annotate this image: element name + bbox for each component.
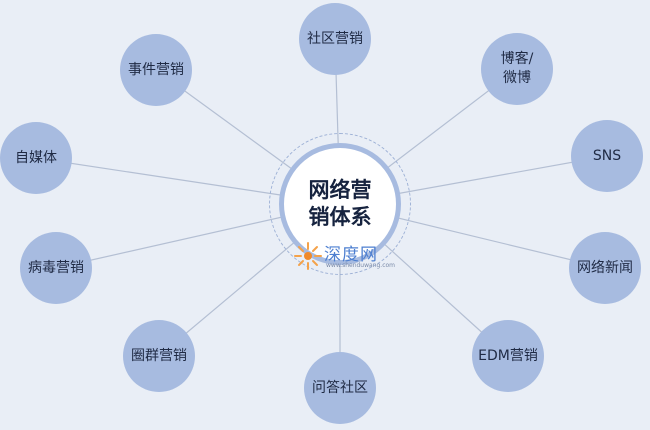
node-viral-marketing: 病毒营销 xyxy=(20,232,92,304)
node-sns: SNS xyxy=(571,120,643,192)
node-circle-group-marketing: 圈群营销 xyxy=(123,320,195,392)
watermark-text: 深度网 xyxy=(324,245,378,265)
node-online-news: 网络新闻 xyxy=(569,232,641,304)
node-qa-community: 问答社区 xyxy=(304,352,376,424)
center-hub: 网络营 销体系 xyxy=(279,143,401,265)
sunburst-logo-icon xyxy=(294,242,322,270)
center-dashed-ring xyxy=(269,133,411,275)
node-self-media: 自媒体 xyxy=(0,122,72,194)
node-community-marketing: 社区营销 xyxy=(299,3,371,75)
watermark-logo: 深度网 www.shenduwang.com xyxy=(292,240,396,276)
node-event-marketing: 事件营销 xyxy=(120,34,192,106)
node-blog-weibo: 博客/ 微博 xyxy=(481,33,553,105)
watermark-url: www.shenduwang.com xyxy=(326,262,396,269)
node-edm-marketing: EDM营销 xyxy=(472,320,544,392)
center-title: 网络营 销体系 xyxy=(308,177,372,229)
